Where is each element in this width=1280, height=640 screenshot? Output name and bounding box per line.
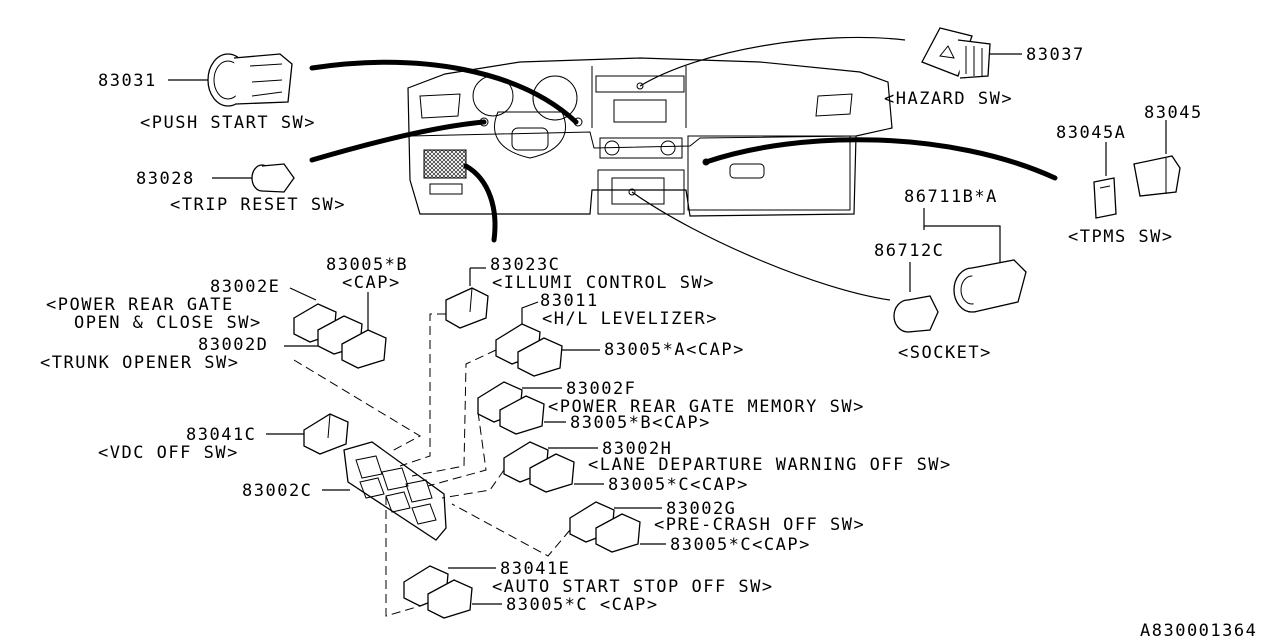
part-number-83005c-cap-1: 83005*C<CAP> bbox=[608, 475, 749, 495]
instrument-panel bbox=[407, 57, 893, 217]
trip-reset-switch-part bbox=[251, 163, 295, 193]
lane-departure-warning-off-sw-label: <LANE DEPARTURE WARNING OFF SW> bbox=[588, 455, 952, 475]
part-number-83045: 83045 bbox=[1144, 103, 1203, 123]
lane-departure-switch-parts bbox=[503, 441, 575, 493]
socket-label: <SOCKET> bbox=[898, 343, 992, 363]
part-number-83002g: 83002G bbox=[666, 499, 736, 519]
cap-label: <CAP> bbox=[342, 273, 401, 293]
power-rear-gate-label-line1: <POWER REAR GATE bbox=[46, 295, 234, 315]
power-rear-gate-label-line2: OPEN & CLOSE SW> bbox=[74, 313, 262, 333]
part-number-86711b-a: 86711B*A bbox=[904, 187, 998, 207]
vdc-off-sw-label: <VDC OFF SW> bbox=[98, 443, 239, 463]
drawing-id: A830001364 bbox=[1140, 621, 1257, 640]
part-number-83005b-cap: 83005*B<CAP> bbox=[570, 413, 711, 433]
part-number-83041e: 83041E bbox=[500, 559, 570, 579]
part-number-83028: 83028 bbox=[136, 169, 195, 189]
power-rear-gate-memory-switch-parts bbox=[477, 381, 545, 435]
part-number-83005a-cap: 83005*A<CAP> bbox=[604, 340, 745, 360]
part-number-83023c: 83023C bbox=[490, 255, 560, 275]
part-number-83011: 83011 bbox=[540, 291, 599, 311]
part-number-83005b: 83005*B bbox=[326, 255, 408, 275]
hl-levelizer-switch-parts bbox=[495, 323, 563, 377]
switch-panel-bezel bbox=[343, 441, 447, 541]
part-number-83002h: 83002H bbox=[602, 439, 672, 459]
part-number-83045a: 83045A bbox=[1056, 123, 1126, 143]
trunk-opener-sw-label: <TRUNK OPENER SW> bbox=[40, 353, 240, 373]
part-number-83005c-cap-3: 83005*C <CAP> bbox=[506, 595, 659, 615]
hazard-switch-part bbox=[921, 27, 991, 79]
part-number-83005c-cap-2: 83005*C<CAP> bbox=[670, 535, 811, 555]
part-number-86712c: 86712C bbox=[874, 241, 944, 261]
auto-start-stop-off-sw-label: <AUTO START STOP OFF SW> bbox=[492, 577, 774, 597]
part-number-83002f: 83002F bbox=[566, 379, 636, 399]
auto-start-stop-switch-parts bbox=[403, 565, 473, 619]
tpms-sw-label: <TPMS SW> bbox=[1068, 227, 1174, 247]
pre-crash-switch-parts bbox=[569, 501, 641, 553]
illumi-control-sw-label: <ILLUMI CONTROL SW> bbox=[492, 273, 715, 293]
push-start-sw-label: <PUSH START SW> bbox=[140, 113, 316, 133]
hl-levelizer-label: <H/L LEVELIZER> bbox=[542, 309, 718, 329]
power-rear-gate-memory-sw-label: <POWER REAR GATE MEMORY SW> bbox=[548, 397, 865, 417]
part-number-83041c: 83041C bbox=[186, 425, 256, 445]
illumi-control-switch-part bbox=[445, 287, 489, 329]
vdc-off-switch-part bbox=[303, 413, 349, 455]
leader-curves bbox=[309, 36, 1058, 301]
push-start-switch-part bbox=[207, 53, 293, 107]
part-number-83002d: 83002D bbox=[198, 335, 268, 355]
pre-crash-off-sw-label: <PRE-CRASH OFF SW> bbox=[654, 515, 865, 535]
socket-parts bbox=[893, 259, 1027, 333]
part-number-83031: 83031 bbox=[98, 71, 157, 91]
part-number-83002c: 83002C bbox=[242, 481, 312, 501]
tpms-switch-parts bbox=[1093, 155, 1181, 219]
assembly-lines bbox=[293, 313, 571, 617]
power-rear-gate-trunk-switch-parts bbox=[293, 303, 387, 369]
part-number-83037: 83037 bbox=[1026, 45, 1085, 65]
hazard-sw-label: <HAZARD SW> bbox=[884, 89, 1013, 109]
trip-reset-sw-label: <TRIP RESET SW> bbox=[170, 195, 346, 215]
part-number-83002e: 83002E bbox=[210, 277, 280, 297]
